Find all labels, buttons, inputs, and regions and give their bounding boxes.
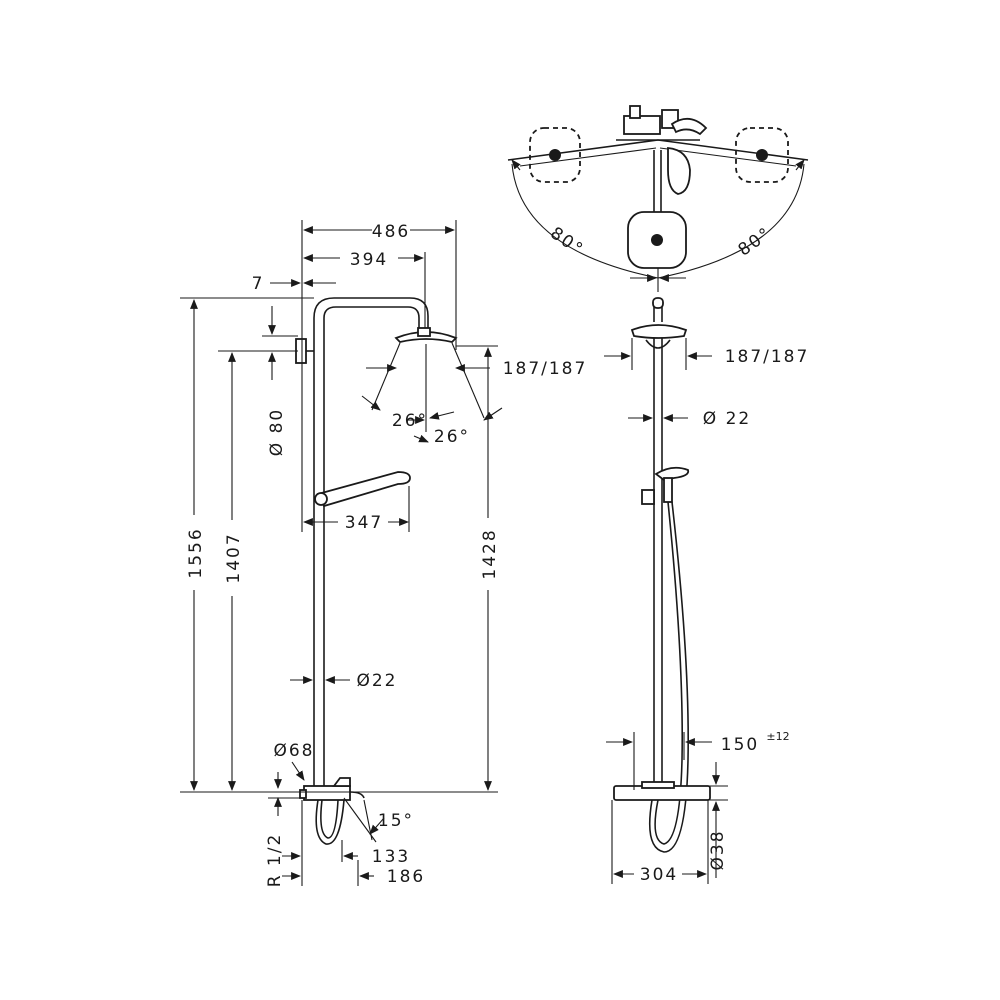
dim-150-tolerance-label: ±12 [766, 730, 789, 743]
thread-r-half-label: R 1/2 [265, 833, 285, 888]
dim-1407-label: 1407 [224, 532, 244, 583]
head-center-left-icon [549, 149, 561, 161]
spray-width-left-view-label: 187/187 [503, 359, 588, 379]
dim-1556-label: 1556 [186, 527, 206, 578]
swivel-angle-right-label: 80° [735, 223, 776, 260]
side-view-dimensions: 187/187 Ø 22 150 ±12 Ø38 304 [604, 338, 810, 885]
front-view-product [295, 297, 485, 845]
dim-486-label: 486 [372, 222, 410, 242]
dim-186-label: 186 [387, 867, 425, 887]
dim-diameter-38-label: Ø38 [708, 829, 728, 870]
dim-394-label: 394 [350, 250, 388, 270]
head-center-icon [651, 234, 663, 246]
spray-width-side-view-label: 187/187 [725, 347, 810, 367]
spout-angle-label: 15° [378, 811, 414, 831]
head-position-left [529, 127, 581, 183]
dim-7-label: 7 [252, 274, 265, 294]
swivel-angle-left-label: 80° [546, 223, 587, 260]
head-center-right-icon [756, 149, 768, 161]
side-view-product [613, 297, 711, 853]
top-view: 80° 80° [507, 105, 809, 292]
head-position-right [735, 127, 789, 183]
front-view-dimensions: 486 394 7 Ø 80 1556 1407 1428 1 [180, 220, 588, 888]
dim-304-label: 304 [640, 865, 678, 885]
dim-150-label: 150 [721, 735, 759, 755]
dim-diameter-22-right-label: Ø 22 [703, 409, 751, 429]
dim-347-label: 347 [345, 513, 383, 533]
spray-angle-b-label: 26° [434, 427, 470, 447]
spray-angle-a-label: 26° [392, 411, 428, 431]
dim-diameter-68-label: Ø68 [273, 741, 314, 761]
dim-diameter-22-left-label: Ø22 [356, 671, 397, 691]
dim-1428-label: 1428 [480, 528, 500, 579]
dim-133-label: 133 [372, 847, 410, 867]
dim-diameter-80-label: Ø 80 [267, 408, 287, 456]
